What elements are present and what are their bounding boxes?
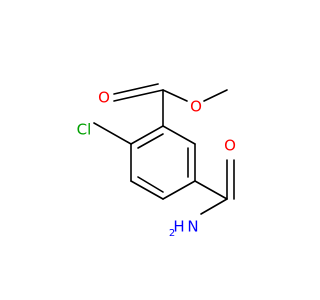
amide-hydrogen-count-label: 2 [169, 228, 175, 239]
amide-oxygen-label: O [224, 137, 236, 155]
ring-bond-5 [162, 125, 196, 145]
chlorine-bond [93, 122, 132, 145]
ring-bond-2 [130, 180, 164, 200]
amide-n-bond [200, 198, 228, 215]
amide-hydrogen-label: H [173, 218, 184, 236]
ester-alkoxy-bond [162, 89, 188, 102]
ring-bond-6 [130, 125, 164, 145]
amide-nitrogen-label: N [187, 218, 198, 236]
ester-carbonyl-bond-b [113, 83, 159, 95]
ester-alkoxy-oxygen-label: O [190, 98, 202, 116]
ester-carbonyl-bond-a [113, 89, 164, 102]
ring-bond-3 [162, 180, 196, 200]
ring-inner-bond-1 [137, 176, 164, 193]
amide-carbon-bond [194, 180, 228, 200]
molecule-canvas: O O Cl O N H 2 [77, 83, 236, 239]
methyl-bond [203, 89, 228, 102]
ring-inner-bond-3 [137, 133, 164, 149]
ester-carbonyl-oxygen-label: O [98, 89, 110, 107]
chlorine-label: Cl [77, 121, 92, 139]
molecule-structure: O O Cl O N H 2 [77, 83, 236, 239]
